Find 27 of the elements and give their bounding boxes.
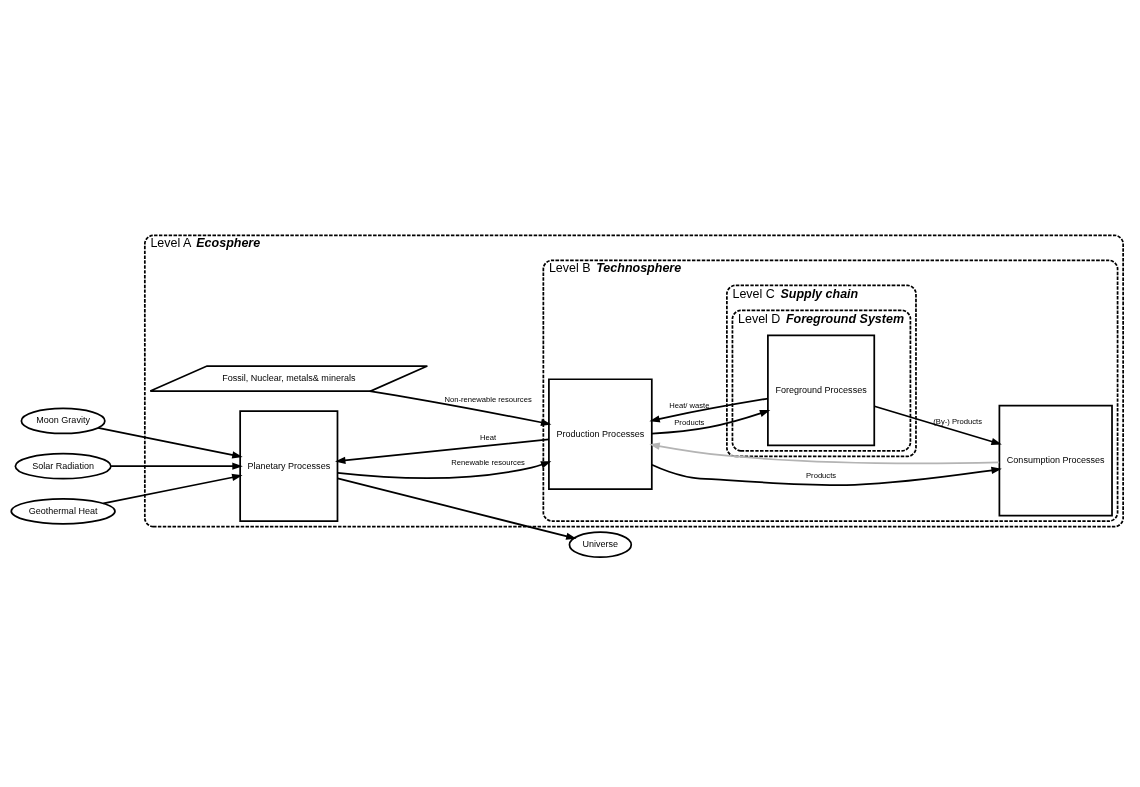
edge-label: Heat [480,433,497,443]
arrow [651,409,771,435]
node-box: Foreground Processes [767,334,876,447]
arrow [873,405,1002,446]
edge-label: Products [674,417,705,427]
arrow [651,463,1002,486]
arrow [336,461,552,479]
edge-label: Non-renewable resources [444,395,532,405]
arrow [368,390,552,426]
arrow [102,473,243,505]
node-ellipse: Universe [568,531,633,559]
arrow [110,462,243,470]
node-ellipse: Moon Gravity [20,407,106,435]
node-box: Consumption Processes [998,404,1113,517]
arrow [97,427,243,459]
edge-label: Products [806,470,837,480]
edge-label: (By-) Products [933,416,983,426]
arrow [335,438,550,465]
arrow [336,477,577,540]
node-box: Planetary Processes [239,410,339,522]
node-ellipse: Solar Radiation [14,452,112,480]
edge-label: Renewable resources [451,458,525,468]
node-box: Production Processes [548,378,653,490]
node-ellipse: Geothermal Heat [10,497,116,525]
arrow [649,442,1000,465]
arrow [649,397,769,423]
edge-label: Heat/ waste [669,400,710,410]
